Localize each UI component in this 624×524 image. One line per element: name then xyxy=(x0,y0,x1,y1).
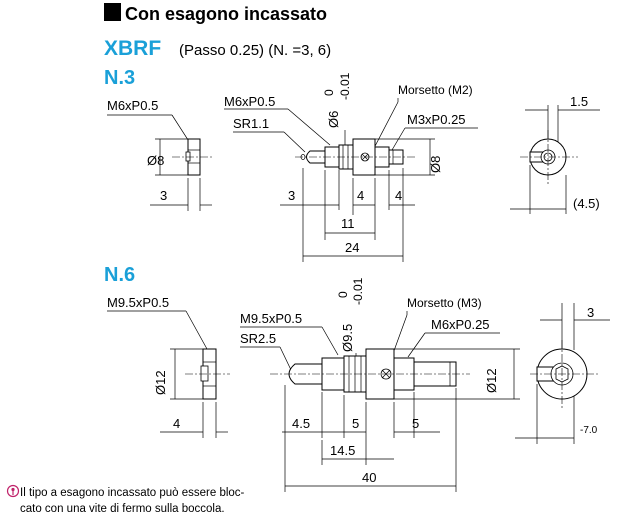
n3-right-dia: Ø8 xyxy=(428,156,443,173)
n6-dim-4-5: 4.5 xyxy=(292,416,310,431)
n6-dim-40: 40 xyxy=(362,470,376,485)
n6-pin-front-view: M9.5xP0.5 SR2.5 Ø9.5 0 -0.01 Morsetto (M… xyxy=(240,277,520,492)
n3-heading: N.3 xyxy=(104,67,135,89)
n6-left-thread-label: M9.5xP0.5 xyxy=(107,295,169,310)
n6-tol-upper: 0 xyxy=(336,291,350,298)
n6-dim-14-5: 14.5 xyxy=(330,443,355,458)
n3-left-width: 3 xyxy=(160,188,167,203)
n6-side-width: 3 xyxy=(587,305,594,320)
n6-nut-side-view: M9.5xP0.5 Ø12 4 xyxy=(107,295,230,438)
n3-tol-upper: 0 xyxy=(322,89,336,96)
n3-dim-24: 24 xyxy=(345,240,359,255)
n3-left-dia: Ø8 xyxy=(147,153,164,168)
footnote-line-2: cato con una vite di fermo sulla boccola… xyxy=(20,503,225,515)
n3-body-dia: Ø6 xyxy=(326,111,341,128)
n3-side-offset: (4.5) xyxy=(573,196,600,211)
n6-dim-5a: 5 xyxy=(352,416,359,431)
n6-clamp-label: Morsetto (M3) xyxy=(407,296,482,310)
n6-left-width: 4 xyxy=(173,416,180,431)
n3-end-thread-label: M3xP0.25 xyxy=(407,112,466,127)
n6-thread-tip-label: M9.5xP0.5 xyxy=(240,311,302,326)
footnote-line-1: Il tipo a esagono incassato può essere b… xyxy=(20,487,245,499)
n6-heading: N.6 xyxy=(104,264,135,286)
section-title: Con esagono incassato xyxy=(125,4,327,24)
n6-end-thread-label: M6xP0.25 xyxy=(431,317,490,332)
n3-tol-lower: -0.01 xyxy=(338,72,352,100)
n6-end-view: 3 -7.0 xyxy=(515,303,610,444)
n6-sphere-radius-label: SR2.5 xyxy=(240,331,276,346)
n6-body-dia: Ø9.5 xyxy=(340,324,355,352)
n3-dim-11: 11 xyxy=(341,216,355,231)
n6-right-dia: Ø12 xyxy=(484,368,499,393)
n6-dim-5b: 5 xyxy=(412,416,419,431)
model-code: XBRF xyxy=(104,37,161,60)
model-info: (Passo 0.25) (N. =3, 6) xyxy=(179,42,331,59)
n3-end-view: 1.5 (4.5) xyxy=(510,94,600,214)
n3-dim-4b: 4 xyxy=(395,188,402,203)
title-square-icon xyxy=(104,3,121,21)
n3-dim-3: 3 xyxy=(288,188,295,203)
n3-thread-tip-label: M6xP0.5 xyxy=(224,94,275,109)
n3-pin-front-view: M6xP0.5 SR1.1 Ø6 0 -0.01 Morsetto (M2) M… xyxy=(224,72,478,262)
n6-left-dia: Ø12 xyxy=(153,370,168,395)
n3-nut-side-view: M6xP0.5 Ø8 3 xyxy=(107,98,212,211)
n3-side-width: 1.5 xyxy=(570,94,588,109)
n6-tol-lower: -0.01 xyxy=(351,277,365,305)
n3-clamp-label: Morsetto (M2) xyxy=(398,83,473,97)
n3-sphere-radius-label: SR1.1 xyxy=(233,116,269,131)
footnote: Il tipo a esagono incassato può essere b… xyxy=(6,484,245,515)
n6-side-offset: -7.0 xyxy=(580,425,598,436)
n3-left-thread-label: M6xP0.5 xyxy=(107,98,158,113)
n3-dim-4a: 4 xyxy=(357,188,364,203)
